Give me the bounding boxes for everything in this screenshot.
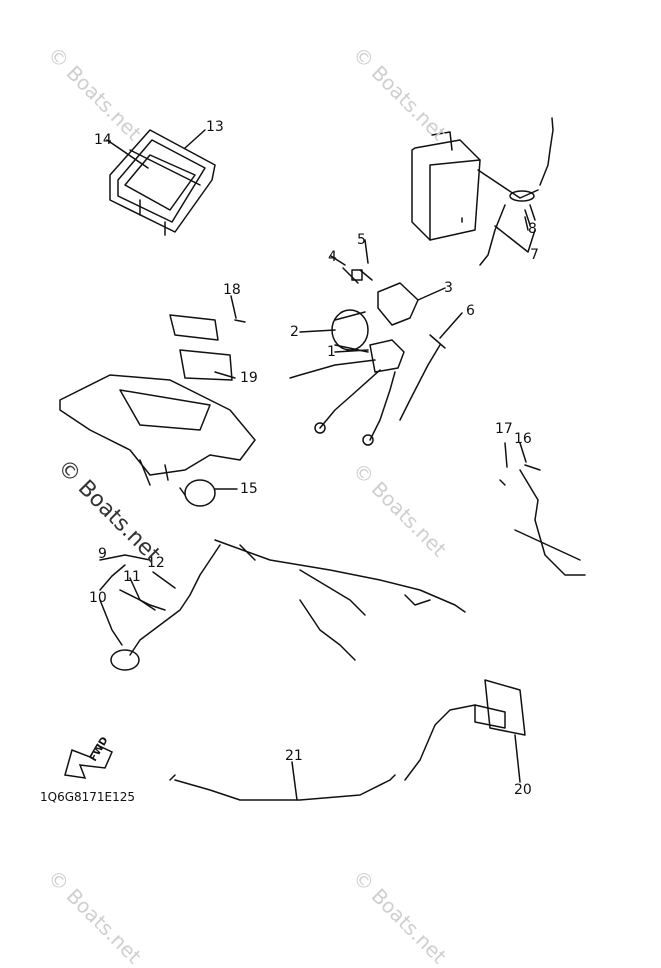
part-label: 4 xyxy=(328,249,337,265)
part-label: 5 xyxy=(357,232,366,248)
part-label: 7 xyxy=(530,247,539,263)
part-label: 3 xyxy=(444,280,453,296)
part-label: 18 xyxy=(223,282,241,298)
part-label: 2 xyxy=(290,324,299,340)
part-label: 13 xyxy=(206,119,224,135)
diagram-code: 1Q6G8171E125 xyxy=(40,790,136,804)
part-label: 6 xyxy=(466,303,475,319)
part-label: 20 xyxy=(514,782,532,798)
parts-diagram: FWD xyxy=(59,117,586,801)
fwd-arrow-icon: FWD xyxy=(64,735,113,779)
part-label: 14 xyxy=(94,132,112,148)
part-label: 19 xyxy=(240,370,258,386)
part-label: 15 xyxy=(240,481,258,497)
part-label: 10 xyxy=(89,590,107,606)
part-label: 12 xyxy=(147,555,165,571)
part-label: 8 xyxy=(528,221,537,237)
part-label: 21 xyxy=(285,748,303,764)
solenoid-icon xyxy=(289,309,405,446)
battery-icon xyxy=(411,117,554,266)
harness-icon xyxy=(110,539,466,671)
part-label: 1 xyxy=(327,344,336,360)
electric-box-icon xyxy=(109,129,216,236)
switch-icon xyxy=(404,679,526,781)
part-label: 11 xyxy=(123,569,141,585)
part-label: 17 xyxy=(495,421,513,437)
part-label: 9 xyxy=(98,546,107,562)
part-label: 16 xyxy=(514,431,532,447)
